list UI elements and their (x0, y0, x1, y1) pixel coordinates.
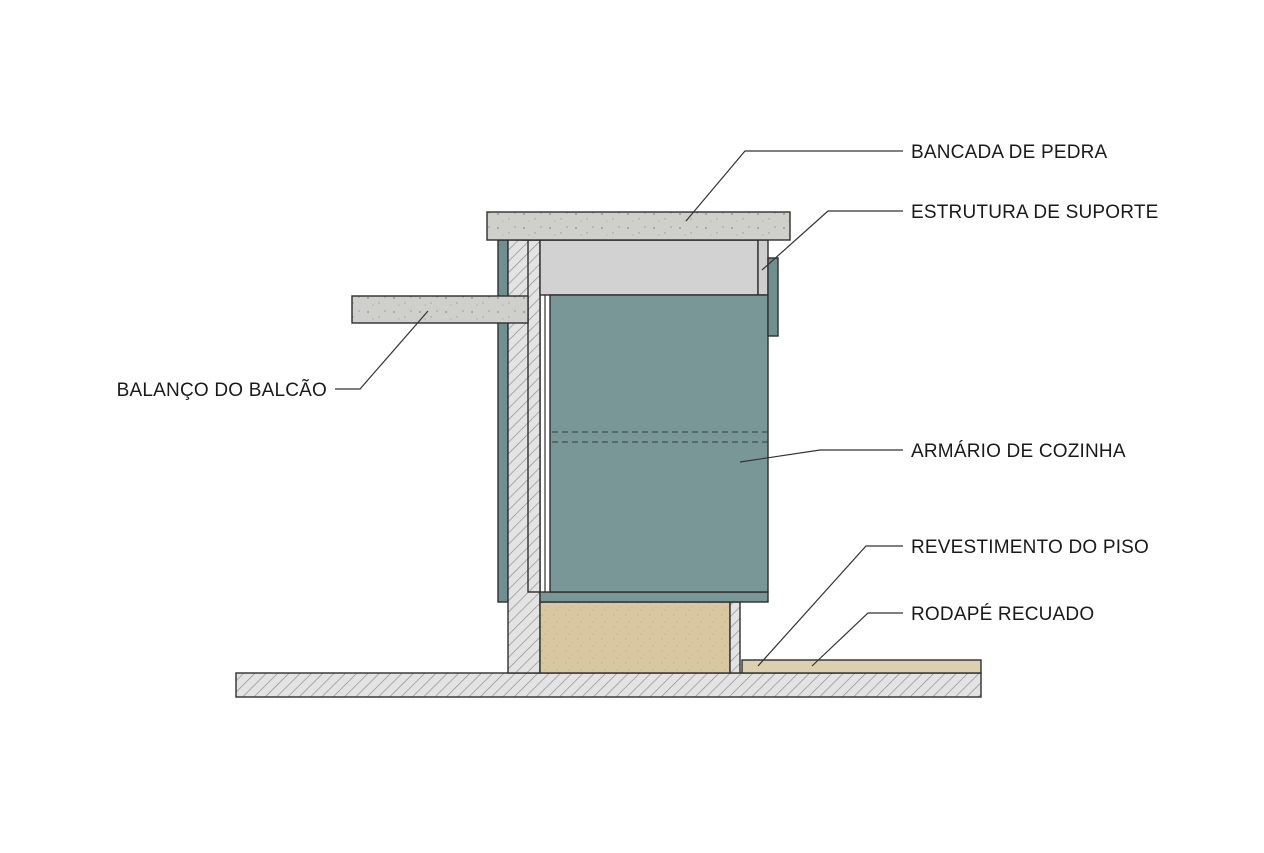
carcass-inner-side (527, 239, 541, 593)
plinth-block (539, 601, 731, 674)
floor-finish (741, 659, 982, 674)
floor-slab (235, 672, 982, 698)
leader-toekick (811, 612, 903, 667)
label-flooring: REVESTIMENTO DO PISO (911, 537, 1149, 558)
leader-support (761, 210, 903, 271)
cabinet-back-panel (497, 239, 509, 603)
label-cabinet: ARMÁRIO DE COZINHA (911, 441, 1126, 462)
door-edge-strip (767, 257, 779, 337)
overhang-slab (351, 295, 529, 324)
support-block (539, 239, 759, 296)
cabinet-bottom-strip (539, 591, 769, 603)
leader-flooring (757, 545, 903, 667)
cabinet-body (549, 294, 769, 593)
leader-countertop (685, 150, 903, 222)
support-bracket (757, 239, 769, 296)
label-toekick: RODAPÉ RECUADO (911, 604, 1094, 625)
label-countertop: BANCADA DE PEDRA (911, 142, 1108, 163)
leader-overhang (335, 310, 429, 390)
label-overhang: BALANÇO DO BALCÃO (117, 379, 327, 401)
countertop (486, 211, 791, 241)
plinth-hatch-strip (729, 601, 741, 674)
label-support: ESTRUTURA DE SUPORTE (911, 202, 1159, 223)
leader-cabinet (739, 449, 903, 463)
